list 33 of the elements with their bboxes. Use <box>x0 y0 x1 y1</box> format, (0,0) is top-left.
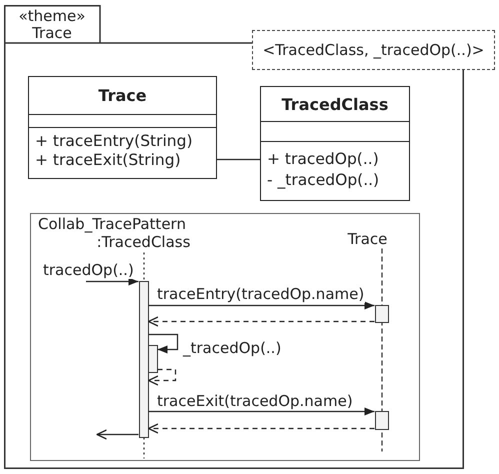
template-parameter-box <box>252 30 495 70</box>
lifeline-label: Trace <box>348 230 388 248</box>
activation-bar <box>374 410 388 430</box>
sequence-frame <box>30 213 420 461</box>
activation-bar <box>148 344 158 372</box>
stereotype-label: «theme» <box>18 8 86 25</box>
self-call-arrow <box>148 334 178 354</box>
association-line <box>217 158 260 160</box>
operation: + tracedOp(..) <box>267 149 379 170</box>
message-label: traceEntry(tracedOp.name) <box>156 285 366 303</box>
activation-bar <box>374 304 388 322</box>
class-name: TracedClass <box>282 94 388 114</box>
return-arrow <box>148 316 374 327</box>
return-arrow <box>148 423 374 434</box>
message-arrow <box>86 278 138 286</box>
class-box <box>28 76 217 179</box>
package-name: Trace <box>32 25 72 42</box>
class-box <box>260 86 410 201</box>
message-label: _tracedOp(..) <box>182 339 282 357</box>
template-parameter-label: <TracedClass, _tracedOp(..)> <box>262 41 484 59</box>
class-name: Trace <box>98 86 147 105</box>
message-label: traceExit(tracedOp.name) <box>156 392 354 410</box>
operation: - _tracedOp(..) <box>267 170 380 191</box>
lifeline-label: :TracedClass <box>96 232 190 250</box>
frame-title: Collab_TracePattern <box>38 215 186 233</box>
message-arrow <box>148 408 374 416</box>
return-arrow <box>148 368 176 386</box>
return-arrow <box>96 429 138 440</box>
activation-bar <box>138 280 148 438</box>
message-label: tracedOp(..) <box>42 261 135 279</box>
message-arrow <box>148 302 374 310</box>
operation: + traceEntry(String) <box>35 132 193 151</box>
operation: + traceExit(String) <box>35 151 181 170</box>
